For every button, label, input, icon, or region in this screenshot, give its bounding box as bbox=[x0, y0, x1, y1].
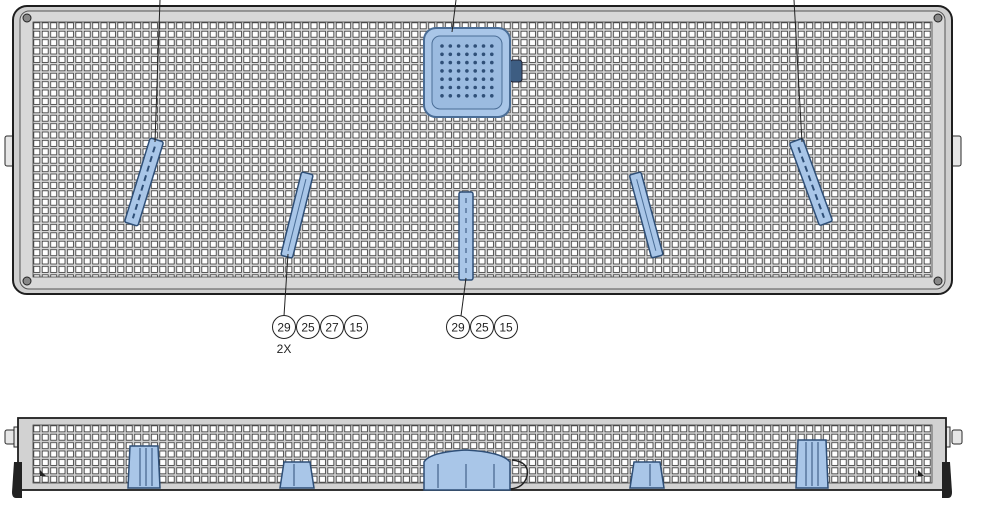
holder-hole bbox=[465, 52, 469, 57]
holder-hole bbox=[440, 77, 444, 81]
holder-hole bbox=[481, 44, 486, 48]
callout-balloon bbox=[494, 315, 518, 339]
holder-hole bbox=[490, 60, 494, 65]
holder-hole bbox=[448, 85, 453, 90]
holder-hole bbox=[456, 85, 461, 90]
holder-hole bbox=[448, 60, 453, 65]
holder-hole bbox=[465, 60, 469, 65]
leader-lines bbox=[154, 0, 803, 317]
holder-hole bbox=[456, 69, 461, 73]
corner-screws bbox=[22, 13, 943, 286]
tray-side-view bbox=[4, 417, 963, 498]
holder-center bbox=[458, 191, 474, 281]
holder-hole bbox=[440, 52, 444, 57]
holder-hole bbox=[481, 85, 486, 90]
holder-hole bbox=[481, 77, 486, 81]
holder-hole bbox=[490, 44, 494, 48]
holder-hole bbox=[481, 60, 486, 65]
callout-balloon-number: 25 bbox=[475, 321, 489, 335]
holder-hole bbox=[481, 69, 486, 73]
callout-left-multiplier: 2X bbox=[277, 342, 292, 356]
callout-left: 29 25 27 15 bbox=[272, 315, 368, 339]
holder-far-right bbox=[789, 138, 833, 226]
callout-balloon bbox=[446, 315, 470, 339]
callout-balloon bbox=[296, 315, 320, 339]
holder-hole bbox=[473, 44, 478, 48]
holder-hole bbox=[456, 94, 461, 98]
holder-hole bbox=[448, 44, 453, 48]
holder-far-left bbox=[124, 137, 164, 227]
holder-hole bbox=[473, 77, 478, 81]
holder-hole bbox=[473, 60, 478, 65]
side-holder-right bbox=[629, 461, 665, 489]
holder-hole bbox=[473, 94, 478, 98]
holder-hole bbox=[490, 94, 494, 98]
holder-hole bbox=[465, 85, 469, 90]
callout-balloon-number: 15 bbox=[349, 321, 363, 335]
holder-hole bbox=[440, 44, 444, 48]
callout-balloon-number: 27 bbox=[325, 321, 339, 335]
holder-right bbox=[629, 171, 664, 259]
holder-hole bbox=[465, 44, 469, 48]
holder-hole bbox=[440, 85, 444, 90]
holder-hole bbox=[473, 69, 478, 73]
holder-hole bbox=[456, 44, 461, 48]
holder-hole bbox=[448, 94, 453, 98]
holder-hole bbox=[481, 52, 486, 57]
holder-hole bbox=[440, 94, 444, 98]
side-holder-far-right bbox=[795, 439, 829, 489]
callout-balloon bbox=[320, 315, 344, 339]
holder-left bbox=[280, 171, 314, 259]
callout-balloon-number: 29 bbox=[277, 321, 291, 335]
side-holder-far-left bbox=[127, 445, 161, 489]
holder-hole bbox=[440, 69, 444, 73]
holder-hole bbox=[465, 94, 469, 98]
center-square-holder bbox=[423, 27, 523, 118]
side-holder-left bbox=[279, 461, 315, 489]
holder-hole bbox=[490, 85, 494, 90]
holder-hole bbox=[465, 69, 469, 73]
holder-hole bbox=[448, 69, 453, 73]
holder-hole bbox=[473, 85, 478, 90]
holder-hole bbox=[456, 77, 461, 81]
holder-hole bbox=[440, 60, 444, 65]
holder-hole bbox=[490, 52, 494, 57]
callout-balloon-number: 25 bbox=[301, 321, 315, 335]
callout-center: 29 25 15 bbox=[446, 315, 518, 339]
callout-balloon-number: 15 bbox=[499, 321, 513, 335]
side-holder-center bbox=[423, 449, 529, 491]
holder-hole bbox=[473, 52, 478, 57]
callout-balloon bbox=[344, 315, 368, 339]
holder-hole bbox=[448, 52, 453, 57]
callout-balloon-number: 29 bbox=[451, 321, 465, 335]
holder-hole bbox=[490, 69, 494, 73]
callout-balloon bbox=[470, 315, 494, 339]
callout-balloon bbox=[272, 315, 296, 339]
holder-hole bbox=[465, 77, 469, 81]
holder-hole bbox=[490, 77, 494, 81]
holder-hole bbox=[456, 52, 461, 57]
holder-hole bbox=[481, 94, 486, 98]
holder-hole bbox=[448, 77, 453, 81]
tray-top-view bbox=[4, 0, 962, 317]
holder-hole bbox=[456, 60, 461, 65]
